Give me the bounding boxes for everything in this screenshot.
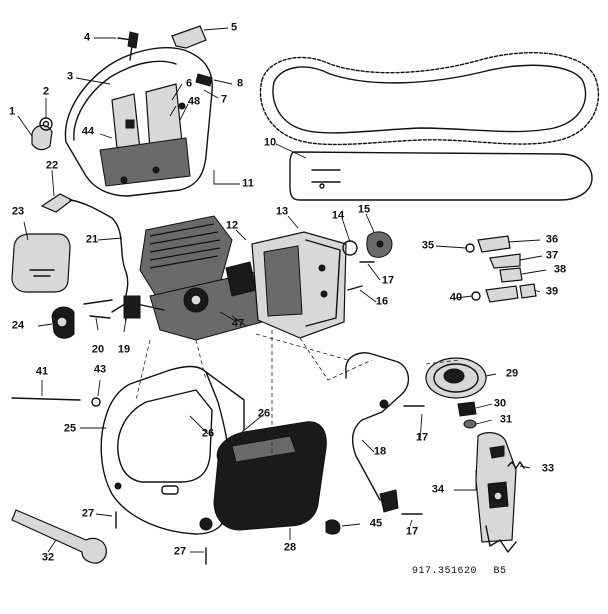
callout-2: 2: [42, 85, 50, 98]
top-housing-icon: [64, 47, 213, 197]
callout-39: 39: [545, 285, 559, 298]
callout-36: 36: [545, 233, 559, 246]
sprocket-drum-icon: [425, 357, 487, 429]
callout-34: 34: [431, 483, 445, 496]
engine-icon: [111, 215, 285, 341]
fuel-line-icon: [11, 397, 101, 407]
callout-43: 43: [93, 363, 107, 376]
callout-32: 32: [41, 551, 55, 564]
callout-19: 19: [117, 343, 131, 356]
callout-25: 25: [63, 422, 77, 435]
callout-11: 11: [242, 177, 254, 190]
grommet-icon: [31, 124, 53, 151]
callout-27b: 27: [173, 545, 187, 558]
sprocket-nut-icon: [342, 231, 393, 258]
callout-22: 22: [45, 159, 59, 172]
screw-icon: [117, 31, 139, 61]
callout-14: 14: [331, 209, 345, 222]
page-code: B5: [493, 566, 507, 577]
callout-40: 40: [449, 291, 463, 304]
model-number: 917.351620 B5: [412, 566, 507, 577]
guide-bar-icon: [289, 151, 593, 201]
callout-8: 8: [236, 77, 244, 90]
callout-41: 41: [35, 365, 49, 378]
callout-17c: 17: [405, 525, 419, 538]
front-handle-icon: [345, 352, 409, 513]
callout-38: 38: [553, 263, 567, 276]
callout-29: 29: [505, 367, 519, 380]
bracket-icon: [171, 25, 207, 49]
assembly-lines: [135, 330, 461, 460]
model-number-text: 917.351620: [412, 566, 478, 577]
fasteners-icon: [115, 405, 425, 565]
callout-1: 1: [8, 105, 16, 118]
callout-20: 20: [91, 343, 105, 356]
oiler-plate-icon: [475, 432, 517, 553]
clutch-cover-icon: [251, 231, 347, 339]
callout-48: 48: [187, 95, 201, 108]
callout-17a: 17: [381, 274, 395, 287]
callout-10: 10: [263, 136, 277, 149]
callout-16: 16: [375, 295, 389, 308]
callout-15: 15: [357, 203, 371, 216]
callout-47: 47: [231, 317, 245, 330]
callout-18: 18: [373, 445, 387, 458]
callout-44: 44: [81, 125, 95, 138]
callout-17b: 17: [415, 431, 429, 444]
callout-26a: 26: [201, 427, 215, 440]
pins-icon: [347, 261, 375, 291]
callout-27a: 27: [81, 507, 95, 520]
clip-icon: [40, 193, 129, 321]
callout-5: 5: [230, 21, 238, 34]
callout-23: 23: [11, 205, 25, 218]
callout-12: 12: [225, 219, 239, 232]
leader-lines: [17, 27, 547, 553]
callout-7: 7: [220, 93, 228, 106]
callout-30: 30: [493, 397, 507, 410]
air-filter-cover-icon: [11, 233, 71, 293]
spring-icon: [507, 461, 525, 469]
callout-3: 3: [66, 70, 74, 83]
callout-6: 6: [185, 77, 193, 90]
callout-45: 45: [369, 517, 383, 530]
callout-28: 28: [283, 541, 297, 554]
callout-33: 33: [541, 462, 555, 475]
callout-4: 4: [83, 31, 91, 44]
saw-chain-icon: [259, 52, 600, 146]
callout-37: 37: [545, 249, 559, 262]
rear-handle-housing-icon: [100, 365, 245, 535]
callout-21: 21: [85, 233, 99, 246]
chain-adjuster-icon: [465, 235, 537, 303]
carburetor-icon: [51, 299, 113, 339]
callout-24: 24: [11, 319, 25, 332]
side-cover-icon: [213, 421, 327, 531]
callout-31: 31: [499, 413, 513, 426]
callout-26b: 26: [257, 407, 271, 420]
wrench-icon: [11, 509, 107, 564]
callout-35: 35: [421, 239, 435, 252]
callout-13: 13: [275, 205, 289, 218]
fastener-8-icon: [195, 73, 213, 87]
